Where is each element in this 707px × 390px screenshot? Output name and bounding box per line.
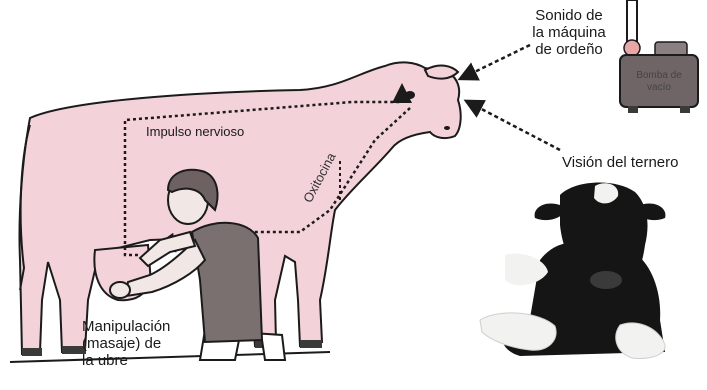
vacuum-pump-label: Bomba de vacío bbox=[624, 70, 694, 94]
pump-foot bbox=[680, 106, 690, 113]
vacuum-pump bbox=[620, 0, 698, 113]
calf-vision-label: Visión del ternero bbox=[562, 154, 678, 171]
cow-nostril bbox=[444, 126, 450, 130]
calf bbox=[480, 183, 665, 359]
cow-ear bbox=[425, 66, 458, 79]
calf-ear bbox=[535, 203, 562, 220]
milker-hand bbox=[110, 282, 130, 298]
vision-arrow bbox=[468, 102, 560, 150]
milking-sound-label: Sonido de la máquina de ordeño bbox=[518, 7, 620, 58]
milker-shirt bbox=[192, 223, 262, 342]
cow-hoof bbox=[300, 340, 322, 348]
cow-eye bbox=[405, 91, 415, 99]
pump-tube bbox=[627, 0, 637, 42]
pump-foot bbox=[628, 106, 638, 113]
udder-massage-label: Manipulación (masaje) de la ubre bbox=[82, 318, 170, 369]
calf-muzzle bbox=[590, 271, 622, 289]
nerve-impulse-label: Impulso nervioso bbox=[146, 124, 244, 139]
cow-hoof bbox=[22, 348, 42, 356]
pump-valve bbox=[624, 40, 640, 56]
